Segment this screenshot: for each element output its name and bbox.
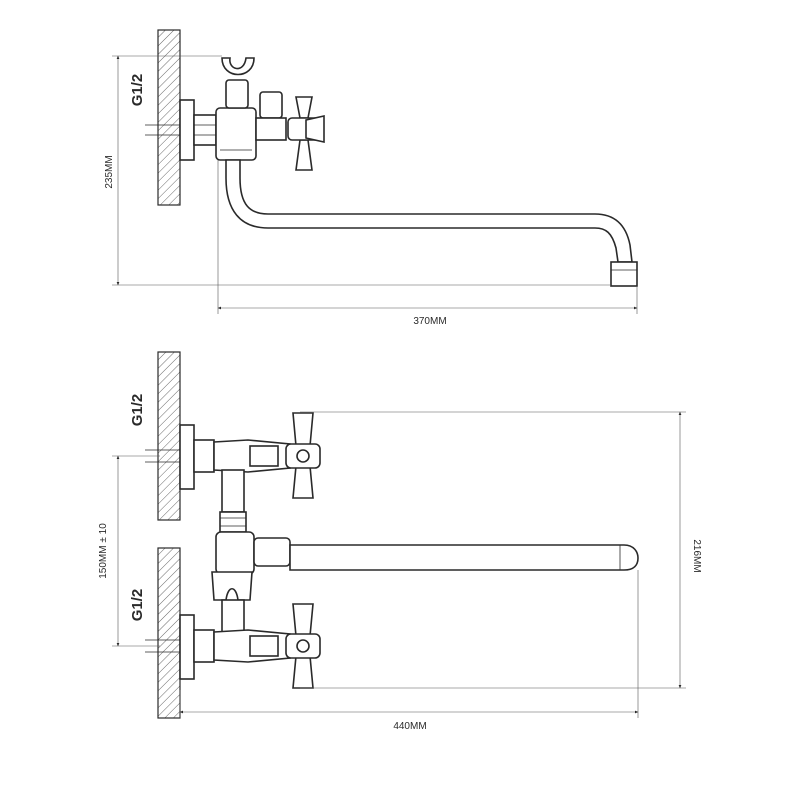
mixer-body	[215, 107, 257, 161]
spout	[225, 159, 633, 263]
lower-connection-nut	[193, 629, 215, 663]
side-view: G1/2 235MM 370MM	[104, 29, 638, 327]
long-spout	[289, 544, 639, 571]
center-distance-dimension: 150MM ± 10	[98, 523, 109, 579]
side-thread-label: G1/2	[129, 74, 146, 107]
cross-handle-icon	[287, 96, 325, 171]
spout-base	[215, 531, 255, 575]
lower-cross-handle-icon	[285, 603, 321, 689]
lower-wall-flange	[179, 614, 195, 680]
vertical-riser	[221, 469, 245, 513]
upper-cross-handle-icon	[285, 412, 321, 499]
shower-holder-icon	[221, 57, 255, 76]
upper-thread-label: G1/2	[129, 394, 146, 427]
diverter-knob-front	[253, 537, 291, 567]
lower-thread-label: G1/2	[129, 589, 146, 622]
side-height-dimension: 235MM	[104, 155, 115, 188]
side-length-dimension: 370MM	[413, 316, 446, 327]
front-width-dimension: 440MM	[393, 721, 426, 732]
connection-nut	[193, 114, 217, 146]
upper-connection-nut	[193, 439, 215, 473]
wall-flange	[179, 99, 195, 161]
front-shower-holder-icon	[211, 571, 253, 601]
aerator	[610, 261, 638, 287]
front-height-dimension: 216MM	[691, 539, 702, 572]
upper-wall-flange	[179, 424, 195, 490]
lower-wall-section	[157, 547, 181, 719]
front-view: G1/2 G1/2	[98, 351, 702, 732]
lower-riser	[221, 599, 245, 635]
upper-wall-section	[157, 351, 181, 521]
diverter-knob	[259, 91, 283, 119]
